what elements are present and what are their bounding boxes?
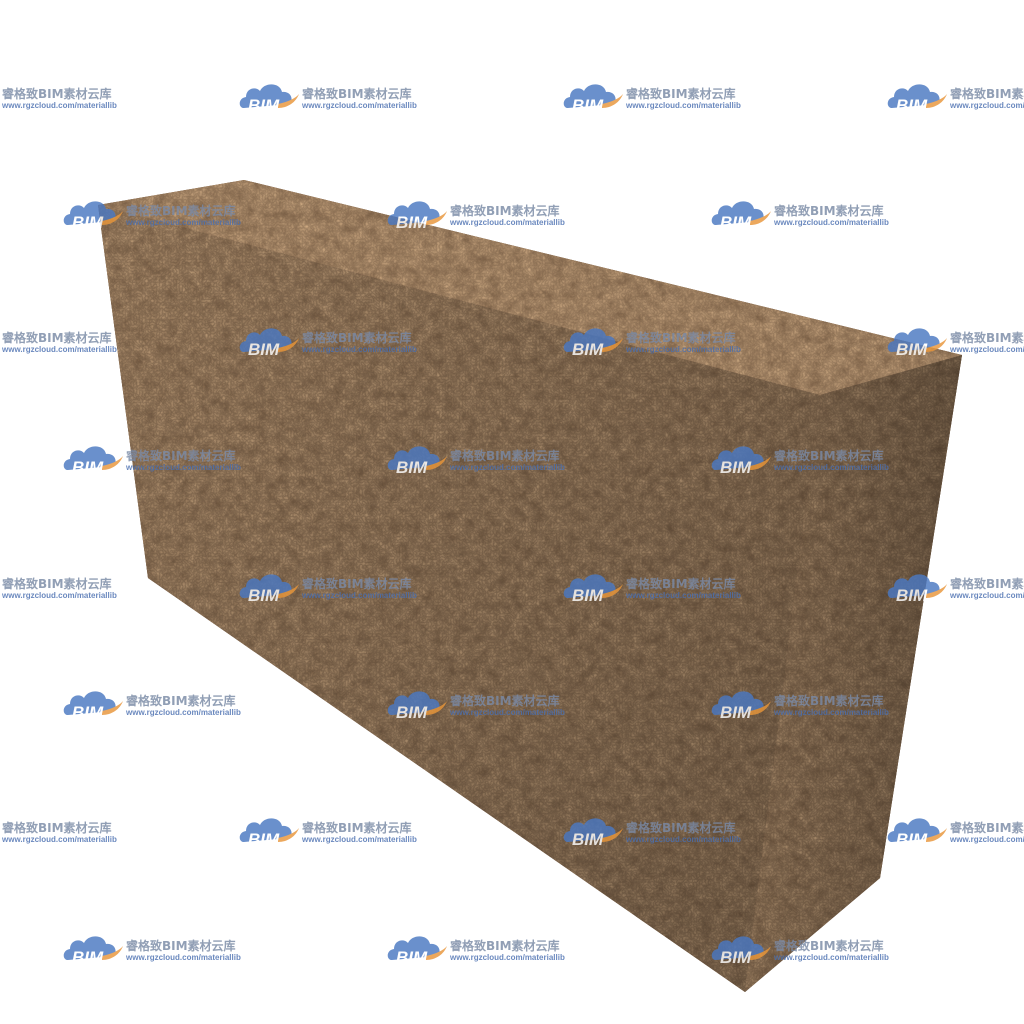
block-side-face <box>745 355 962 992</box>
block-top-face <box>98 180 962 395</box>
block-front-face <box>98 205 820 992</box>
